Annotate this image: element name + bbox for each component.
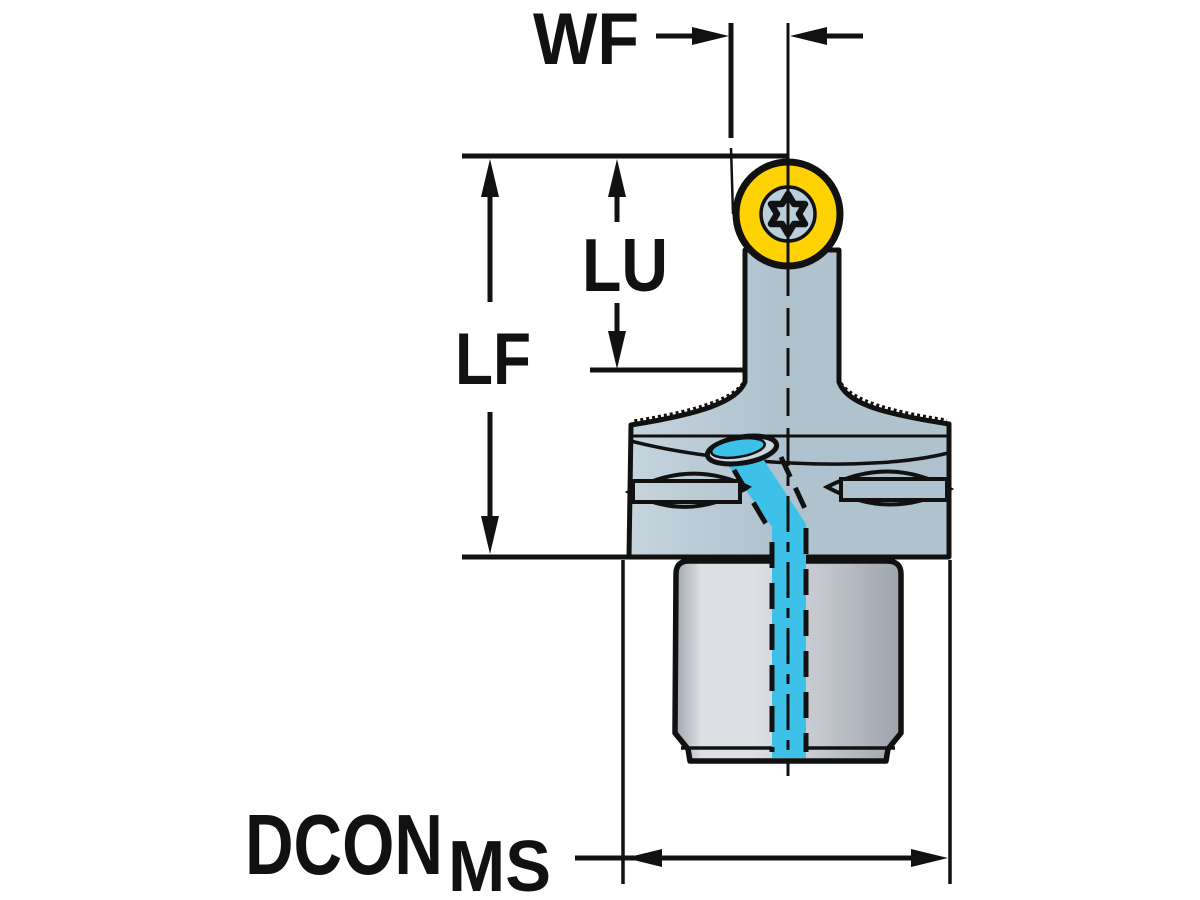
lf-label: LF: [455, 319, 531, 400]
clamp-slot-left-window: [631, 479, 742, 504]
lu-label: LU: [582, 223, 668, 307]
coolant-channel: [725, 451, 806, 758]
wf-arrow-left-icon: [790, 27, 827, 45]
dcon-subscript-label: MS: [448, 827, 551, 900]
dcon-arrow-right-icon: [911, 849, 948, 867]
serration-right: [836, 377, 948, 422]
hidden-line-left-slant: [731, 468, 772, 531]
dcon-label: DCON: [245, 798, 443, 893]
hidden-line-right-slant: [778, 455, 811, 517]
lf-arrow-up-icon: [481, 159, 499, 197]
wf-label: WF: [533, 0, 639, 80]
clamp-slot-right-window: [839, 477, 949, 502]
wf-dimension: WF: [533, 0, 863, 215]
wf-extension-line-thin: [729, 147, 735, 215]
dcon-arrow-left-icon: [625, 849, 662, 867]
coolant-hole: [710, 436, 766, 460]
lf-arrow-down-icon: [481, 516, 499, 554]
lu-dimension: LU: [582, 159, 743, 373]
lf-dimension: LF: [455, 153, 788, 560]
flange-face-arc: [630, 439, 949, 466]
lu-arrow-up-icon: [608, 159, 626, 197]
dcon-ms-dimension: DCON MS: [245, 560, 952, 900]
wf-arrow-right-icon: [692, 27, 729, 45]
serration-left: [632, 377, 748, 423]
lu-arrow-down-icon: [608, 331, 626, 369]
coolant-hidden-lines: [731, 455, 811, 752]
